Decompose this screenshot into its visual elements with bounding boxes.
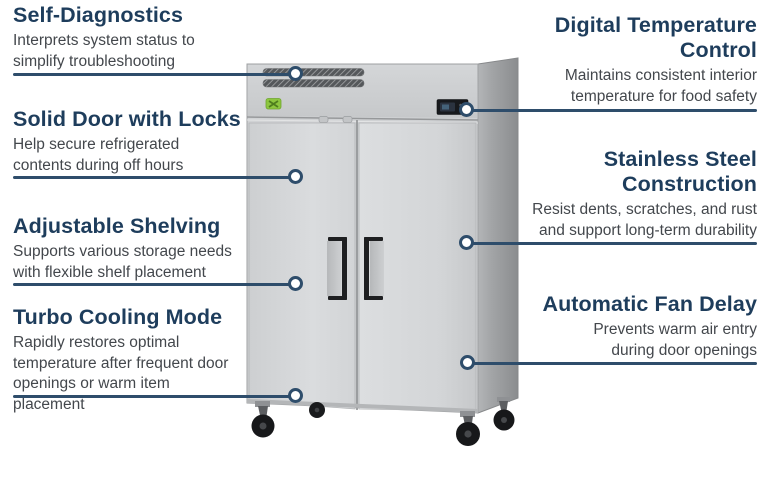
caster-wheel-rear-right — [493, 397, 515, 431]
callout-dot-self-diagnostics — [288, 66, 303, 81]
caster-wheel-rear-left — [309, 402, 325, 418]
compressor-header — [248, 65, 477, 118]
feature-stainless-steel-construction: Stainless Steel Construction Resist dent… — [512, 147, 757, 241]
feature-title: Turbo Cooling Mode — [13, 305, 223, 329]
header-seam — [246, 116, 479, 121]
door-handle-left — [327, 237, 347, 300]
feature-title: Stainless Steel Construction — [603, 147, 757, 196]
header-seam-highlight — [246, 119, 479, 124]
callout-line-self-diagnostics — [13, 73, 296, 76]
caster-wheel-front-right — [456, 411, 480, 446]
feature-title: Automatic Fan Delay — [542, 292, 757, 316]
feature-turbo-cooling-mode: Turbo Cooling Mode Rapidly restores opti… — [13, 305, 245, 415]
feature-description: Rapidly restores optimal temperature aft… — [13, 334, 229, 413]
callout-dot-turbo-cooling-mode — [288, 388, 303, 403]
feature-adjustable-shelving: Adjustable Shelving Supports various sto… — [13, 214, 241, 283]
caster-wheel-front-left — [251, 401, 275, 438]
feature-description: Maintains consistent interior temperatur… — [564, 67, 757, 105]
feature-description: Help secure refrigerated contents during… — [13, 136, 184, 174]
door-handle-right — [364, 237, 384, 300]
callout-line-solid-door-with-locks — [13, 176, 296, 179]
feature-solid-door-with-locks: Solid Door with Locks Help secure refrig… — [13, 107, 241, 176]
door-hinge-left — [318, 116, 329, 123]
feature-automatic-fan-delay: Automatic Fan Delay Prevents warm air en… — [542, 292, 757, 361]
refrigerator-illustration — [246, 57, 519, 446]
feature-title: Self-Diagnostics — [13, 3, 184, 27]
door-hinge-right — [342, 116, 353, 123]
feature-title: Adjustable Shelving — [13, 214, 221, 238]
callout-line-stainless-steel-construction — [467, 242, 757, 245]
feature-description: Resist dents, scratches, and rust and su… — [532, 201, 757, 239]
callout-dot-adjustable-shelving — [288, 276, 303, 291]
feature-description: Prevents warm air entry during door open… — [593, 321, 757, 359]
feature-self-diagnostics: Self-Diagnostics Interprets system statu… — [13, 3, 218, 72]
feature-description: Interprets system status to simplify tro… — [13, 32, 195, 70]
callout-dot-digital-temperature-control — [459, 102, 474, 117]
left-door — [248, 122, 356, 410]
callout-line-automatic-fan-delay — [468, 362, 757, 365]
feature-description: Supports various storage needs with flex… — [13, 243, 232, 281]
callout-dot-automatic-fan-delay — [460, 355, 475, 370]
feature-digital-temperature-control: Digital Temperature Control Maintains co… — [517, 13, 757, 107]
callout-line-turbo-cooling-mode — [13, 395, 296, 398]
feature-title: Digital Temperature Control — [554, 13, 757, 62]
kick-plate — [247, 399, 478, 413]
callout-dot-stainless-steel-construction — [459, 235, 474, 250]
feature-title: Solid Door with Locks — [13, 107, 241, 131]
callout-line-digital-temperature-control — [467, 109, 757, 112]
callout-dot-solid-door-with-locks — [288, 169, 303, 184]
brand-logo-icon — [265, 98, 282, 110]
callout-line-adjustable-shelving — [13, 283, 296, 286]
